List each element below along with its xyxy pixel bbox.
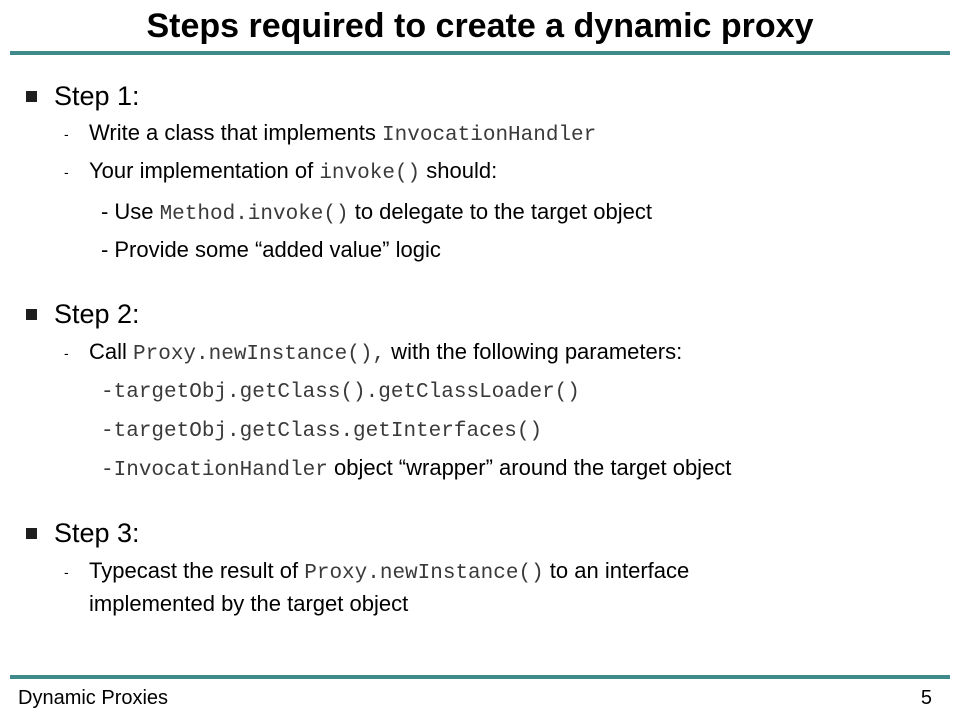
text: Write a class that implements <box>89 120 383 145</box>
code: targetObj.getClass().getClassLoader() <box>113 381 580 404</box>
text: object “wrapper” around the target objec… <box>327 455 732 480</box>
bullet-square-icon <box>26 309 37 320</box>
text: with the following parameters: <box>385 339 683 364</box>
step-2-sub-2: -targetObj.getClass.getInterfaces() <box>101 416 542 445</box>
text: Typecast the result of <box>89 558 305 583</box>
dash: - <box>101 381 114 404</box>
code: targetObj.getClass.getInterfaces() <box>113 420 543 443</box>
title-divider <box>10 51 950 55</box>
step-1-heading: Step 1: <box>54 81 140 111</box>
step-1-item-1: Write a class that implements Invocation… <box>89 120 596 149</box>
code: Proxy.newInstance(), <box>133 343 386 366</box>
step-3-heading: Step 3: <box>54 518 140 548</box>
code: Method.invoke() <box>159 203 349 226</box>
dash: - <box>101 420 114 443</box>
step-2-sub-1: -targetObj.getClass().getClassLoader() <box>101 377 580 406</box>
text: Use <box>114 199 160 224</box>
text: Provide some “added value” logic <box>114 237 441 262</box>
bullet-square-icon <box>26 528 37 539</box>
dash-bullet-icon: - <box>64 126 69 142</box>
dash-bullet-icon: - <box>64 564 69 580</box>
dash: - <box>101 237 109 262</box>
dash: - <box>101 459 114 482</box>
step-1-sub-1: -Use Method.invoke() to delegate to the … <box>101 199 652 228</box>
step-1-sub-2: -Provide some “added value” logic <box>101 237 441 263</box>
text: Call <box>89 339 134 364</box>
footer-title: Dynamic Proxies <box>18 687 169 709</box>
slide-title: Steps required to create a dynamic proxy <box>146 7 814 45</box>
dash-bullet-icon: - <box>64 345 69 361</box>
text: Your implementation of <box>89 158 320 183</box>
step-3-item-1-continued: implemented by the target object <box>89 591 409 616</box>
step-1-item-2: Your implementation of invoke() should: <box>89 158 497 187</box>
code: invoke() <box>319 162 421 185</box>
text: to an interface <box>543 558 690 583</box>
page-number: 5 <box>920 687 932 709</box>
bullet-square-icon <box>26 91 37 102</box>
dash: - <box>101 199 109 224</box>
step-2-heading: Step 2: <box>54 299 140 329</box>
text: should: <box>420 158 498 183</box>
step-2-sub-3: -InvocationHandler object “wrapper” arou… <box>101 455 731 484</box>
code: InvocationHandler <box>382 124 597 147</box>
step-2-item-1: Call Proxy.newInstance(), with the follo… <box>89 339 682 368</box>
code: Proxy.newInstance() <box>304 562 544 585</box>
text: to delegate to the target object <box>348 199 652 224</box>
dash-bullet-icon: - <box>64 164 69 180</box>
footer-divider <box>10 675 950 679</box>
code: InvocationHandler <box>113 459 328 482</box>
step-3-item-1: Typecast the result of Proxy.newInstance… <box>89 558 689 587</box>
